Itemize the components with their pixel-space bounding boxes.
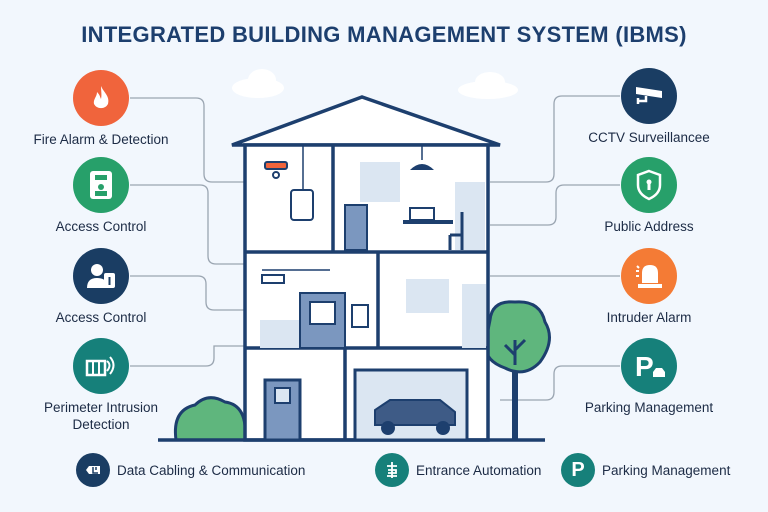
parking-icon: P	[561, 453, 595, 487]
fence-sensor-icon	[73, 338, 129, 394]
legend-label: Parking Management	[602, 462, 731, 478]
gate-icon	[375, 453, 409, 487]
system-label: Access Control	[55, 310, 147, 325]
desk	[403, 220, 453, 224]
page-title: INTEGRATED BUILDING MANAGEMENT SYSTEM (I…	[81, 22, 687, 47]
system-label: CCTV Surveillancee	[588, 130, 710, 145]
legend-data-cabling[interactable]: Data Cabling & Communication	[76, 453, 305, 487]
system-access-control-1[interactable]: Access Control	[1, 157, 201, 235]
system-parking-management[interactable]: P Parking Management	[549, 338, 749, 416]
shield-lock-icon	[621, 157, 677, 213]
system-access-control-2[interactable]: Access Control	[1, 248, 201, 326]
system-label: Public Address	[604, 219, 694, 234]
system-cctv[interactable]: CCTV Surveillancee	[549, 68, 749, 146]
cctv-camera-icon	[621, 68, 677, 124]
keypad-panel	[290, 189, 314, 221]
tree-right	[483, 300, 551, 440]
user-id-icon	[73, 248, 129, 304]
door-reader	[344, 204, 368, 251]
smoke-detector	[264, 161, 288, 179]
system-label: Intruder Alarm	[606, 310, 692, 325]
system-intruder-alarm[interactable]: Intruder Alarm	[549, 248, 749, 326]
connector-lines	[130, 95, 620, 401]
system-label: Perimeter Intrusion Detection	[43, 400, 159, 432]
system-label: Access Control	[55, 219, 147, 234]
legend-label: Entrance Automation	[416, 462, 542, 478]
system-perimeter-intrusion[interactable]: Perimeter Intrusion Detection	[1, 338, 201, 433]
car	[374, 399, 456, 426]
legend-parking-management[interactable]: P Parking Management	[561, 453, 730, 487]
cloud-icon	[232, 69, 518, 99]
parking-car-icon: P	[621, 338, 677, 394]
legend-entrance-automation[interactable]: Entrance Automation	[375, 453, 541, 487]
system-fire-alarm[interactable]: Fire Alarm & Detection	[1, 70, 201, 148]
keypad-badge-icon	[73, 157, 129, 213]
ceiling-lamp	[410, 164, 434, 170]
system-label: Parking Management	[584, 400, 714, 415]
system-public-address[interactable]: Public Address	[549, 157, 749, 235]
chair	[448, 212, 464, 250]
flame-icon	[73, 70, 129, 126]
cctv-camera	[261, 274, 285, 284]
svg-text:P: P	[635, 351, 654, 382]
legend-label: Data Cabling & Communication	[117, 462, 306, 478]
siren-icon	[621, 248, 677, 304]
bush-left	[173, 396, 247, 442]
network-cable-icon	[76, 453, 110, 487]
system-label: Fire Alarm & Detection	[33, 132, 169, 147]
